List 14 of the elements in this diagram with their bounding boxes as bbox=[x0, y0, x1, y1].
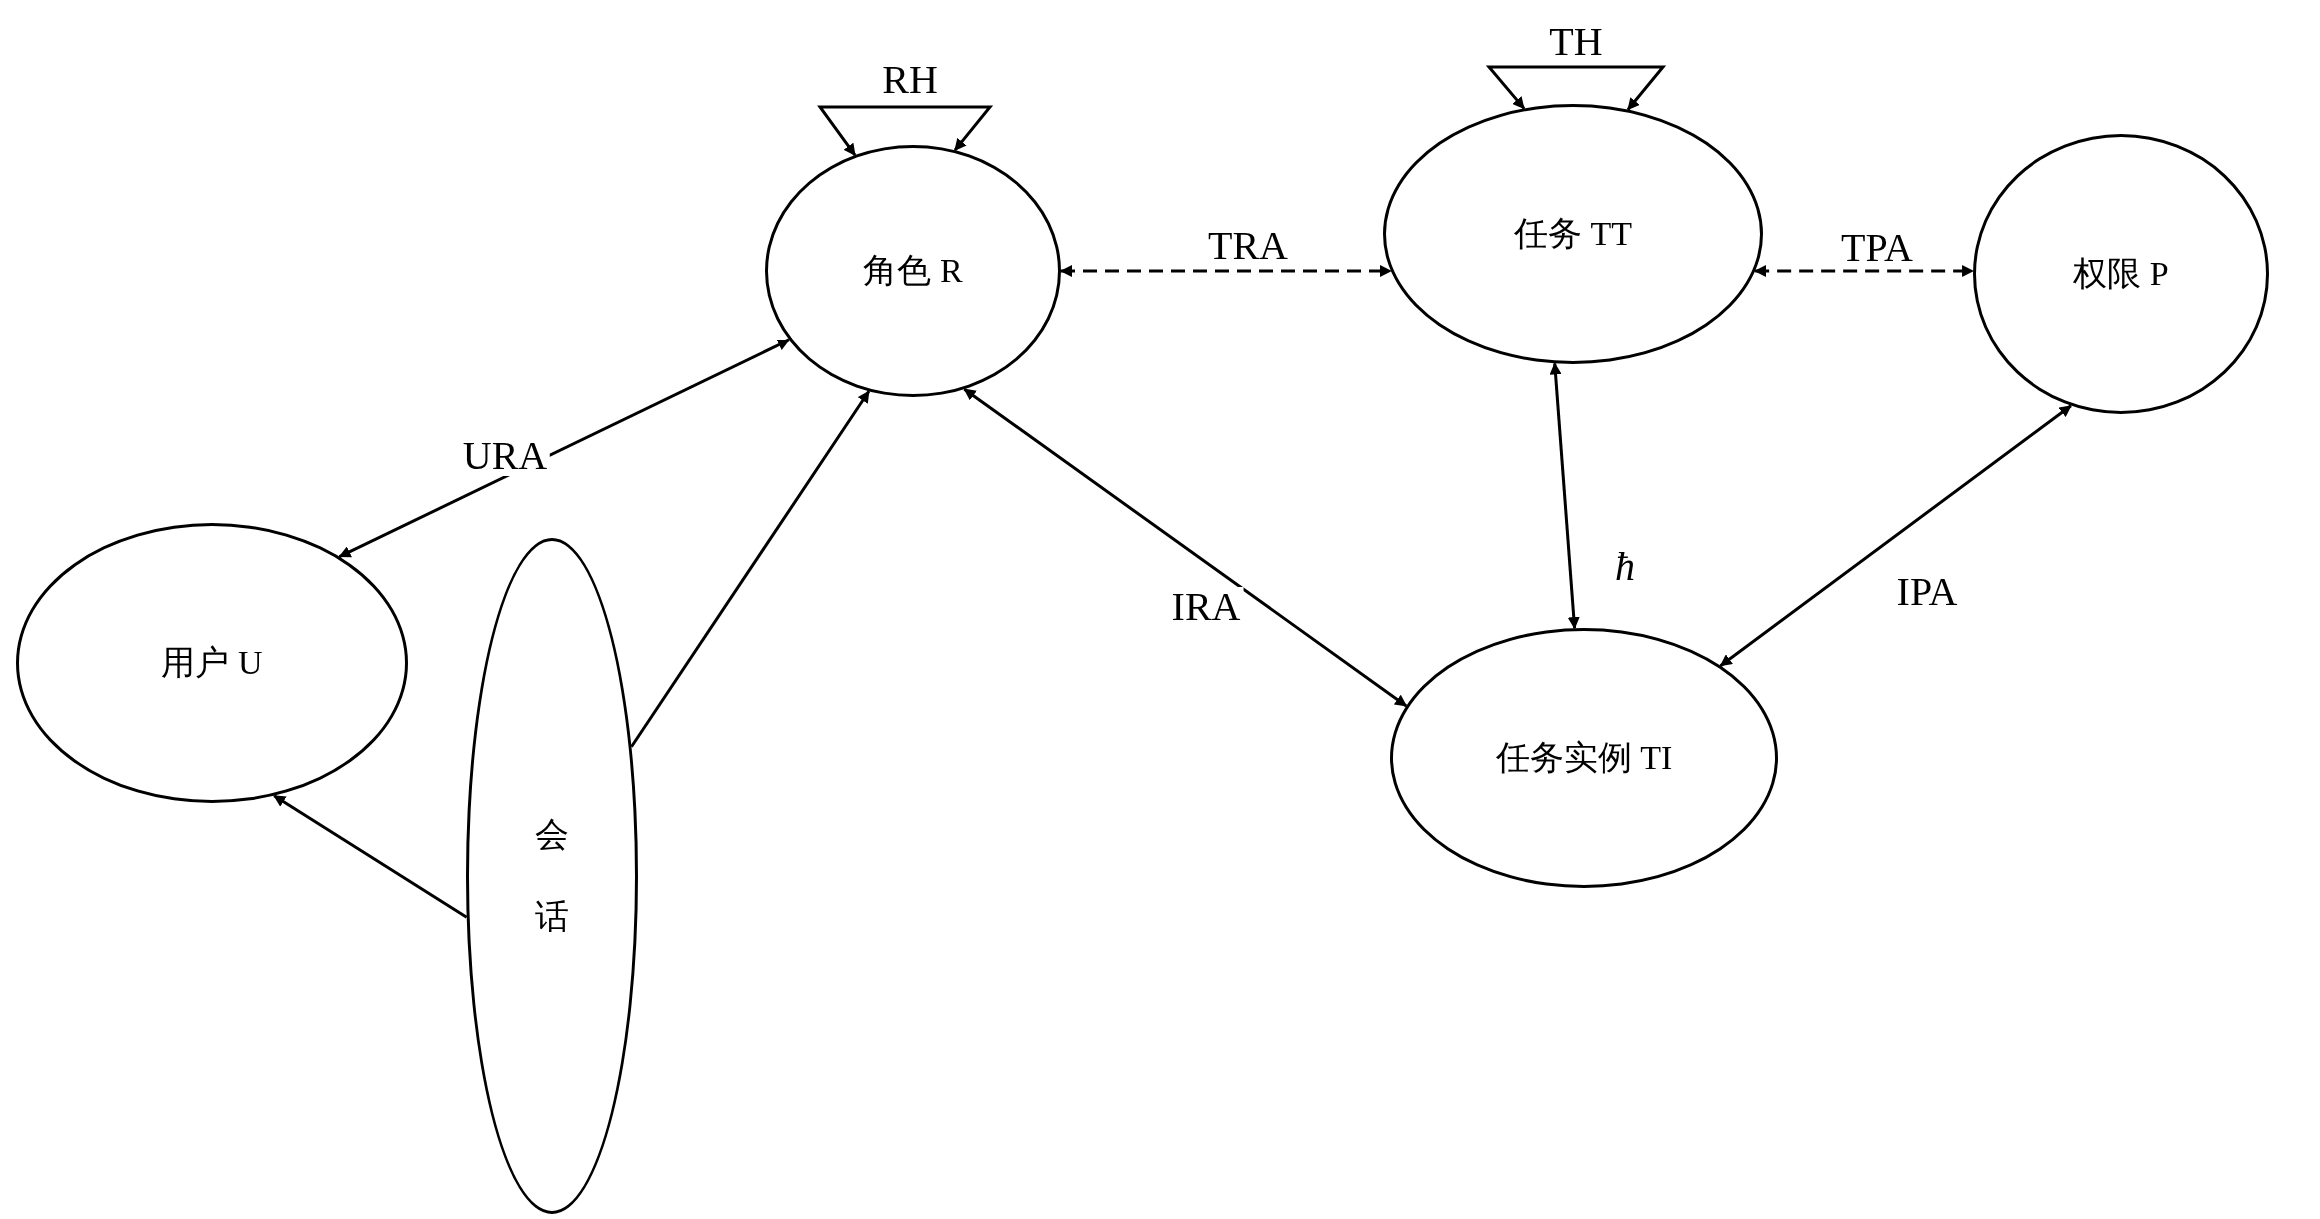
arrow bbox=[630, 390, 871, 748]
node-label: 权限 P bbox=[2073, 254, 2169, 294]
node-label: 角色 R bbox=[863, 251, 963, 291]
arrow bbox=[1719, 404, 2072, 667]
arrow bbox=[963, 387, 1408, 708]
node-label: 任务 TT bbox=[1513, 214, 1632, 254]
arrow bbox=[1549, 362, 1580, 630]
self-loop-arrow bbox=[1485, 65, 1667, 111]
node-label: 会话 bbox=[535, 815, 569, 937]
self-loop-arrow bbox=[817, 105, 994, 156]
arrow bbox=[273, 794, 468, 919]
node-label: 用户 U bbox=[161, 643, 263, 683]
node-label: 任务实例 TI bbox=[1495, 738, 1673, 778]
arrow bbox=[338, 338, 790, 559]
